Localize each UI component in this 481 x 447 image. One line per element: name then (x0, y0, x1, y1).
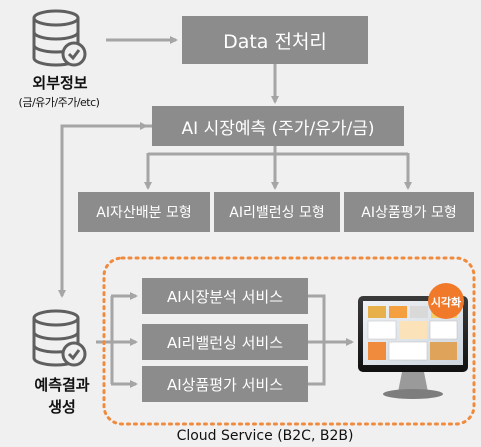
external-info-subtitle: (금/유가/주가/etc) (18, 96, 100, 109)
monitor-badge: 시각화 (431, 295, 461, 309)
cloud-service-label: Cloud Service (B2C, B2B) (140, 428, 390, 444)
service-market-box: AI시장분석 서비스 (142, 278, 308, 314)
service-rebalance-box: AI리밸런싱 서비스 (142, 324, 308, 360)
result-label-line1: 예측결과 (34, 376, 90, 394)
cloud-service-border (102, 256, 476, 426)
data-preprocess-box: Data 전처리 (182, 16, 368, 64)
external-info-title: 외부정보 (32, 74, 88, 92)
arrow-services-merge (308, 294, 326, 386)
ai-forecast-box: AI 시장예측 (주가/유가/금) (152, 106, 404, 146)
model-asset-box: AI자산배분 모형 (78, 192, 210, 232)
arrow-forecast-split (148, 146, 408, 156)
model-rebalance-box: AI리밸런싱 모형 (214, 192, 340, 232)
service-product-box: AI상품평가 서비스 (142, 366, 308, 402)
model-product-box: AI상품평가 모형 (344, 192, 474, 232)
result-label-line2: 생성 (48, 398, 76, 416)
